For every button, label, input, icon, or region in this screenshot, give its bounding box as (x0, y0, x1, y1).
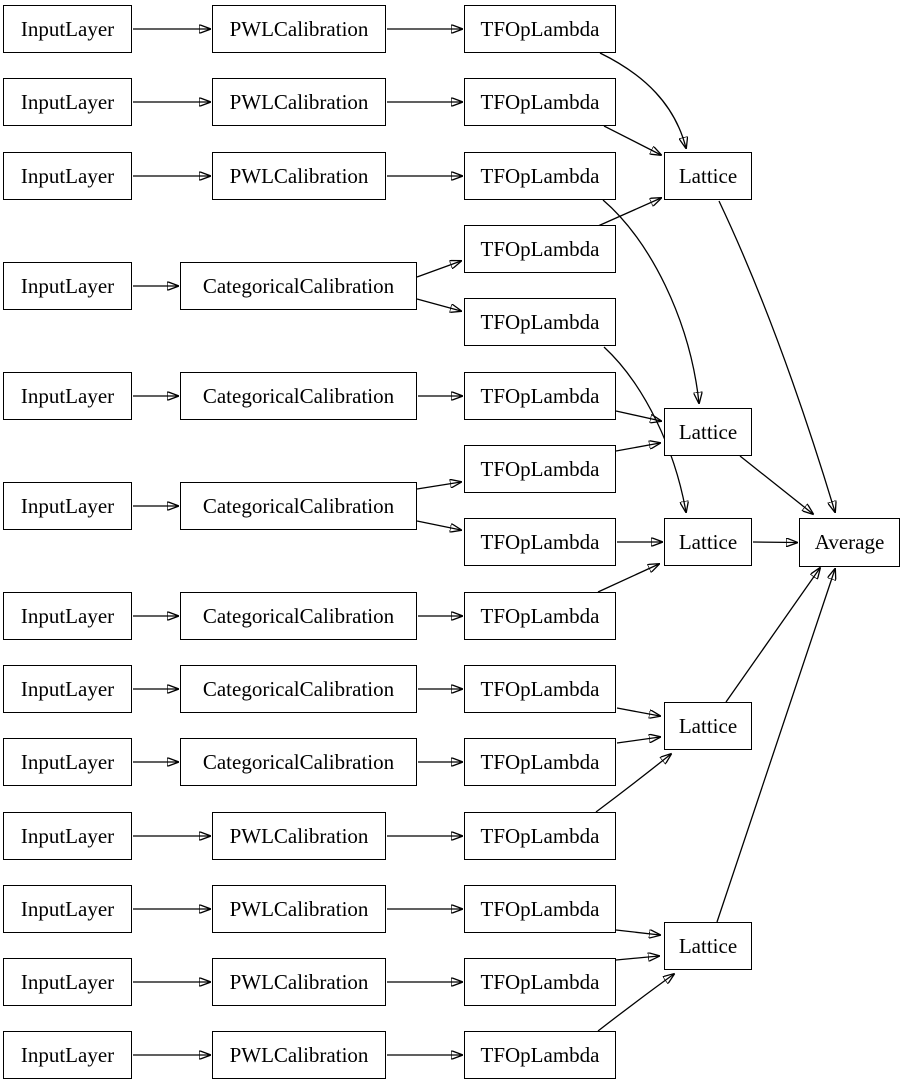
node-pwl1: PWLCalibration (212, 5, 386, 53)
node-in4: InputLayer (3, 262, 132, 310)
edge-l4-avg (725, 568, 820, 703)
edge-t4-l1 (597, 198, 661, 227)
node-t15: TFOpLambda (464, 1031, 616, 1079)
edge-cat3-t7 (416, 482, 461, 490)
node-t1: TFOpLambda (464, 5, 616, 53)
node-pwl7: PWLCalibration (212, 1031, 386, 1079)
node-t9: TFOpLambda (464, 592, 616, 640)
edge-t14-l5 (615, 956, 659, 960)
edge-l3-avg (752, 542, 797, 543)
edge-t9-l3 (597, 564, 659, 593)
node-pwl4: PWLCalibration (212, 812, 386, 860)
edge-l2-avg (739, 455, 813, 514)
edge-l5-avg (716, 569, 835, 923)
node-in8: InputLayer (3, 665, 132, 713)
node-l1: Lattice (664, 152, 752, 200)
node-pwl6: PWLCalibration (212, 958, 386, 1006)
node-cat2: CategoricalCalibration (180, 372, 417, 420)
node-cat6: CategoricalCalibration (180, 738, 417, 786)
node-t13: TFOpLambda (464, 885, 616, 933)
node-t2: TFOpLambda (464, 78, 616, 126)
edge-cat1-t5 (416, 298, 461, 311)
edge-t13-l5 (615, 930, 660, 935)
node-in3: InputLayer (3, 152, 132, 200)
edge-t6-l2 (615, 410, 661, 421)
node-cat5: CategoricalCalibration (180, 665, 417, 713)
node-t6: TFOpLambda (464, 372, 616, 420)
node-in2: InputLayer (3, 78, 132, 126)
node-l4: Lattice (664, 702, 752, 750)
node-cat4: CategoricalCalibration (180, 592, 417, 640)
node-t14: TFOpLambda (464, 958, 616, 1006)
edge-t10-l4 (616, 707, 660, 716)
node-in9: InputLayer (3, 738, 132, 786)
node-pwl2: PWLCalibration (212, 78, 386, 126)
node-t5: TFOpLambda (464, 298, 616, 346)
node-l3: Lattice (664, 518, 752, 566)
node-t4: TFOpLambda (464, 225, 616, 273)
edge-t5-l3 (603, 346, 686, 512)
node-in12: InputLayer (3, 958, 132, 1006)
edge-t11-l4 (616, 737, 660, 744)
edge-t7-l2 (615, 443, 660, 452)
node-in13: InputLayer (3, 1031, 132, 1079)
node-t7: TFOpLambda (464, 445, 616, 493)
node-pwl3: PWLCalibration (212, 152, 386, 200)
node-in1: InputLayer (3, 5, 132, 53)
node-avg: Average (799, 518, 900, 567)
node-in6: InputLayer (3, 482, 132, 530)
node-in5: InputLayer (3, 372, 132, 420)
node-t8: TFOpLambda (464, 518, 616, 566)
edge-cat1-t4 (416, 261, 461, 278)
edge-t12-l4 (595, 754, 671, 813)
node-in11: InputLayer (3, 885, 132, 933)
node-t12: TFOpLambda (464, 812, 616, 860)
edge-t3-l2 (602, 199, 699, 403)
edges-group (133, 29, 835, 1055)
node-cat1: CategoricalCalibration (180, 262, 417, 310)
node-l2: Lattice (664, 408, 752, 456)
edge-l1-avg (718, 200, 835, 512)
node-cat3: CategoricalCalibration (180, 482, 417, 530)
edge-t15-l5 (597, 974, 674, 1032)
node-in10: InputLayer (3, 812, 132, 860)
node-pwl5: PWLCalibration (212, 885, 386, 933)
node-in7: InputLayer (3, 592, 132, 640)
node-t3: TFOpLambda (464, 152, 616, 200)
edge-t1-l1 (599, 52, 686, 148)
node-t11: TFOpLambda (464, 738, 616, 786)
node-l5: Lattice (664, 922, 752, 970)
edge-cat3-t8 (416, 520, 461, 530)
edge-t2-l1 (603, 125, 661, 155)
node-t10: TFOpLambda (464, 665, 616, 713)
